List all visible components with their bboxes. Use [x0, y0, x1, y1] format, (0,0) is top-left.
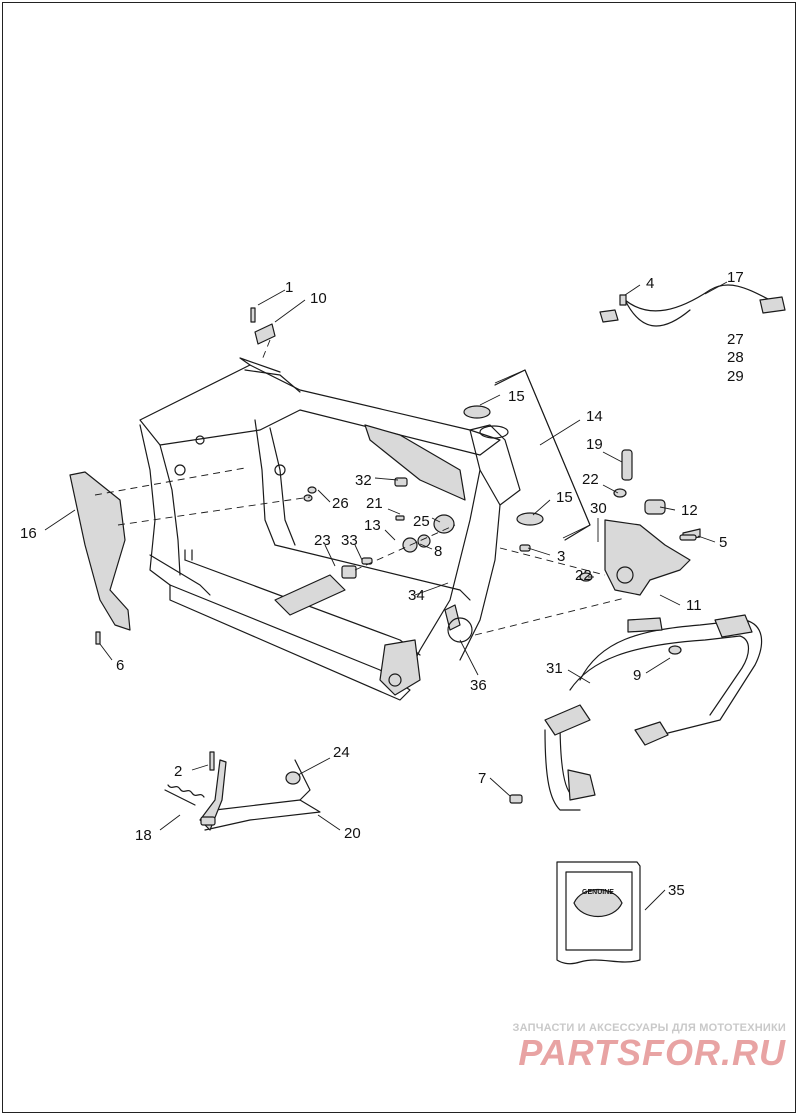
callout-19: 19	[586, 436, 603, 453]
callout-31: 31	[546, 660, 563, 677]
callout-29: 29	[727, 368, 744, 385]
callout-18: 18	[135, 827, 152, 844]
callout-26: 26	[332, 495, 349, 512]
engine-guard	[544, 614, 763, 811]
callout-6: 6	[116, 657, 124, 674]
callout-12: 12	[681, 502, 698, 519]
callout-11: 11	[686, 597, 702, 614]
oil-line-assembly	[599, 284, 786, 327]
callout-15-upper: 15	[508, 388, 525, 405]
callout-22-upper: 22	[582, 471, 599, 488]
box-badge-text: GENUINE	[582, 889, 614, 896]
side-bracket	[69, 471, 131, 631]
callout-35: 35	[668, 882, 685, 899]
callout-22-lower: 22	[575, 567, 592, 584]
callout-2: 2	[174, 763, 182, 780]
callout-27: 27	[727, 331, 744, 348]
callout-3: 3	[557, 548, 565, 565]
callout-17: 17	[727, 269, 744, 286]
callout-20: 20	[344, 825, 361, 842]
callout-8: 8	[434, 543, 442, 560]
callout-leaders	[44, 281, 728, 911]
callout-14: 14	[586, 408, 603, 425]
callout-9: 9	[633, 667, 641, 684]
rear-bracket-assembly	[463, 369, 591, 552]
callout-5: 5	[719, 534, 727, 551]
alignment-lines	[94, 339, 626, 636]
watermark: ЗАПЧАСТИ И АКСЕССУАРЫ ДЛЯ МОТОТЕХНИКИ PA…	[486, 1022, 786, 1074]
callout-7: 7	[478, 770, 486, 787]
callout-34: 34	[408, 587, 425, 604]
callout-25: 25	[413, 513, 430, 530]
watermark-brand: PARTSFOR.RU	[518, 1032, 786, 1073]
callout-32: 32	[355, 472, 372, 489]
callout-15-lower: 15	[556, 489, 573, 506]
callout-23: 23	[314, 532, 331, 549]
callout-13: 13	[364, 517, 381, 534]
watermark-tagline: ЗАПЧАСТИ И АКСЕССУАРЫ ДЛЯ МОТОТЕХНИКИ	[512, 1022, 786, 1034]
callout-28: 28	[727, 349, 744, 366]
callout-36: 36	[470, 677, 487, 694]
callout-21: 21	[366, 495, 383, 512]
callout-33: 33	[341, 532, 358, 549]
callout-1: 1	[285, 279, 293, 296]
service-manual-box: GENUINE	[556, 861, 641, 965]
callout-10: 10	[310, 290, 327, 307]
callout-16: 16	[20, 525, 37, 542]
jiffy-stand-assembly	[164, 751, 321, 831]
motorcycle-frame	[139, 357, 521, 701]
callout-numbers: 1 10 4 17 27 28 29 15 14 19 22 12 30 5 1…	[20, 269, 744, 899]
callout-4: 4	[646, 275, 654, 292]
callout-30: 30	[590, 500, 607, 517]
callout-24: 24	[333, 744, 350, 761]
